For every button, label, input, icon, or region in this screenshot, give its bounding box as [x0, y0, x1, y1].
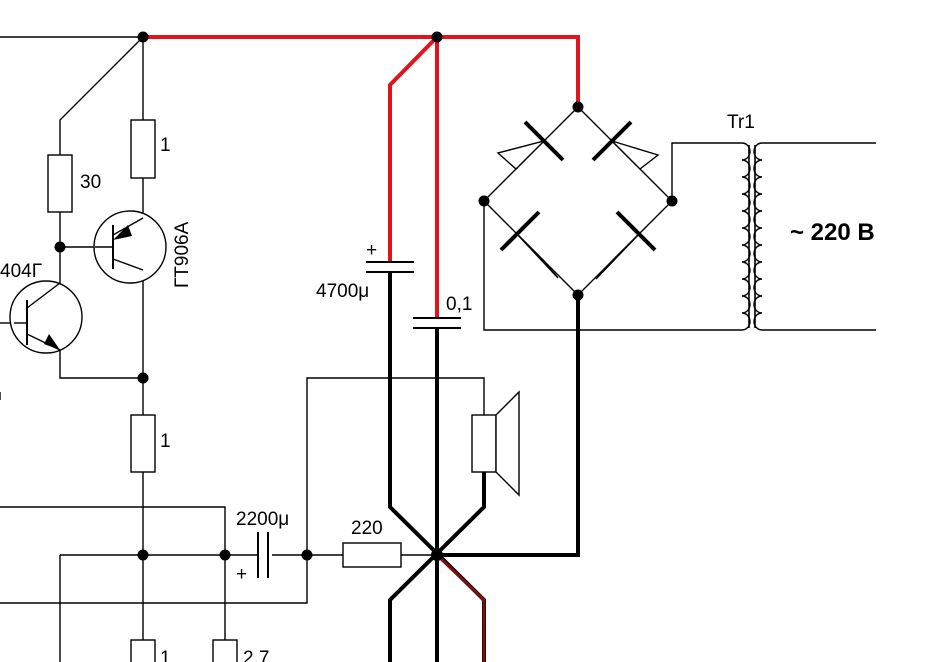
diode-top-left: [496, 120, 565, 170]
resistor-1-top: 1: [130, 119, 171, 179]
capacitor-0-1-label: 0,1: [446, 294, 472, 315]
supply-wires: [143, 35, 580, 318]
capacitor-2200-label: 2200μ: [236, 509, 289, 530]
resistor-2-7: 2,7: [212, 639, 269, 662]
transistor-partial-label: 404Г: [0, 261, 42, 282]
capacitor-4700-label: 4700μ: [316, 281, 369, 302]
transistor-partial: 404Г: [0, 261, 83, 354]
resistor-1-mid-label: 1: [160, 431, 171, 452]
speaker-icon: [471, 390, 520, 497]
capacitor-4700: + 4700μ: [316, 240, 414, 302]
resistor-30-label: 30: [80, 172, 101, 193]
resistor-1-top-label: 1: [160, 135, 171, 156]
resistor-220-label: 220: [351, 518, 383, 539]
transistor-gt906a: ГТ906А: [93, 210, 193, 288]
resistor-30: 30: [47, 154, 101, 213]
dark-red-wire: [435, 553, 486, 662]
capacitor-2200: 2200μ +: [236, 509, 289, 585]
resistor-220: 220: [342, 518, 402, 568]
junction-dots: [54, 31, 678, 561]
thin-wires: [0, 36, 876, 662]
resistor-1-mid: 1: [130, 414, 171, 473]
resistor-1-bottom-label: 1: [160, 648, 171, 662]
resistor-1-bottom: 1: [130, 639, 171, 662]
diode-top-right: [591, 120, 660, 170]
resistor-2-7-label: 2,7: [243, 648, 269, 662]
capacitor-0-1: 0,1: [413, 294, 472, 329]
mains-voltage-label: ~ 220 В: [790, 219, 875, 246]
transistor-gt906a-label: ГТ906А: [172, 221, 193, 288]
transformer-tr1: Tr1: [727, 112, 763, 331]
capacitor-4700-plus: +: [366, 240, 377, 261]
diode-bottom-left: [499, 210, 559, 279]
capacitor-2200-plus: +: [236, 564, 247, 585]
transformer-label: Tr1: [727, 112, 755, 133]
diode-bottom-right: [595, 210, 657, 280]
diode-bridge: [496, 120, 660, 280]
